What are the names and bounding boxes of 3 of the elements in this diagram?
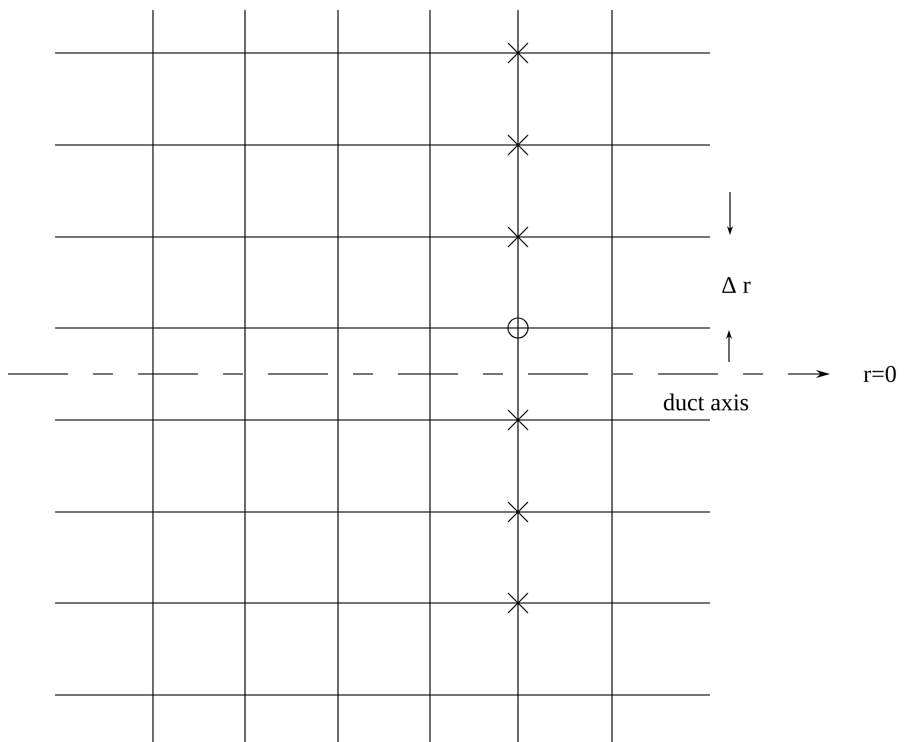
label-text: Δ r	[722, 277, 750, 293]
label-text: duct axis	[664, 394, 748, 410]
label-text: r=0	[864, 366, 896, 382]
